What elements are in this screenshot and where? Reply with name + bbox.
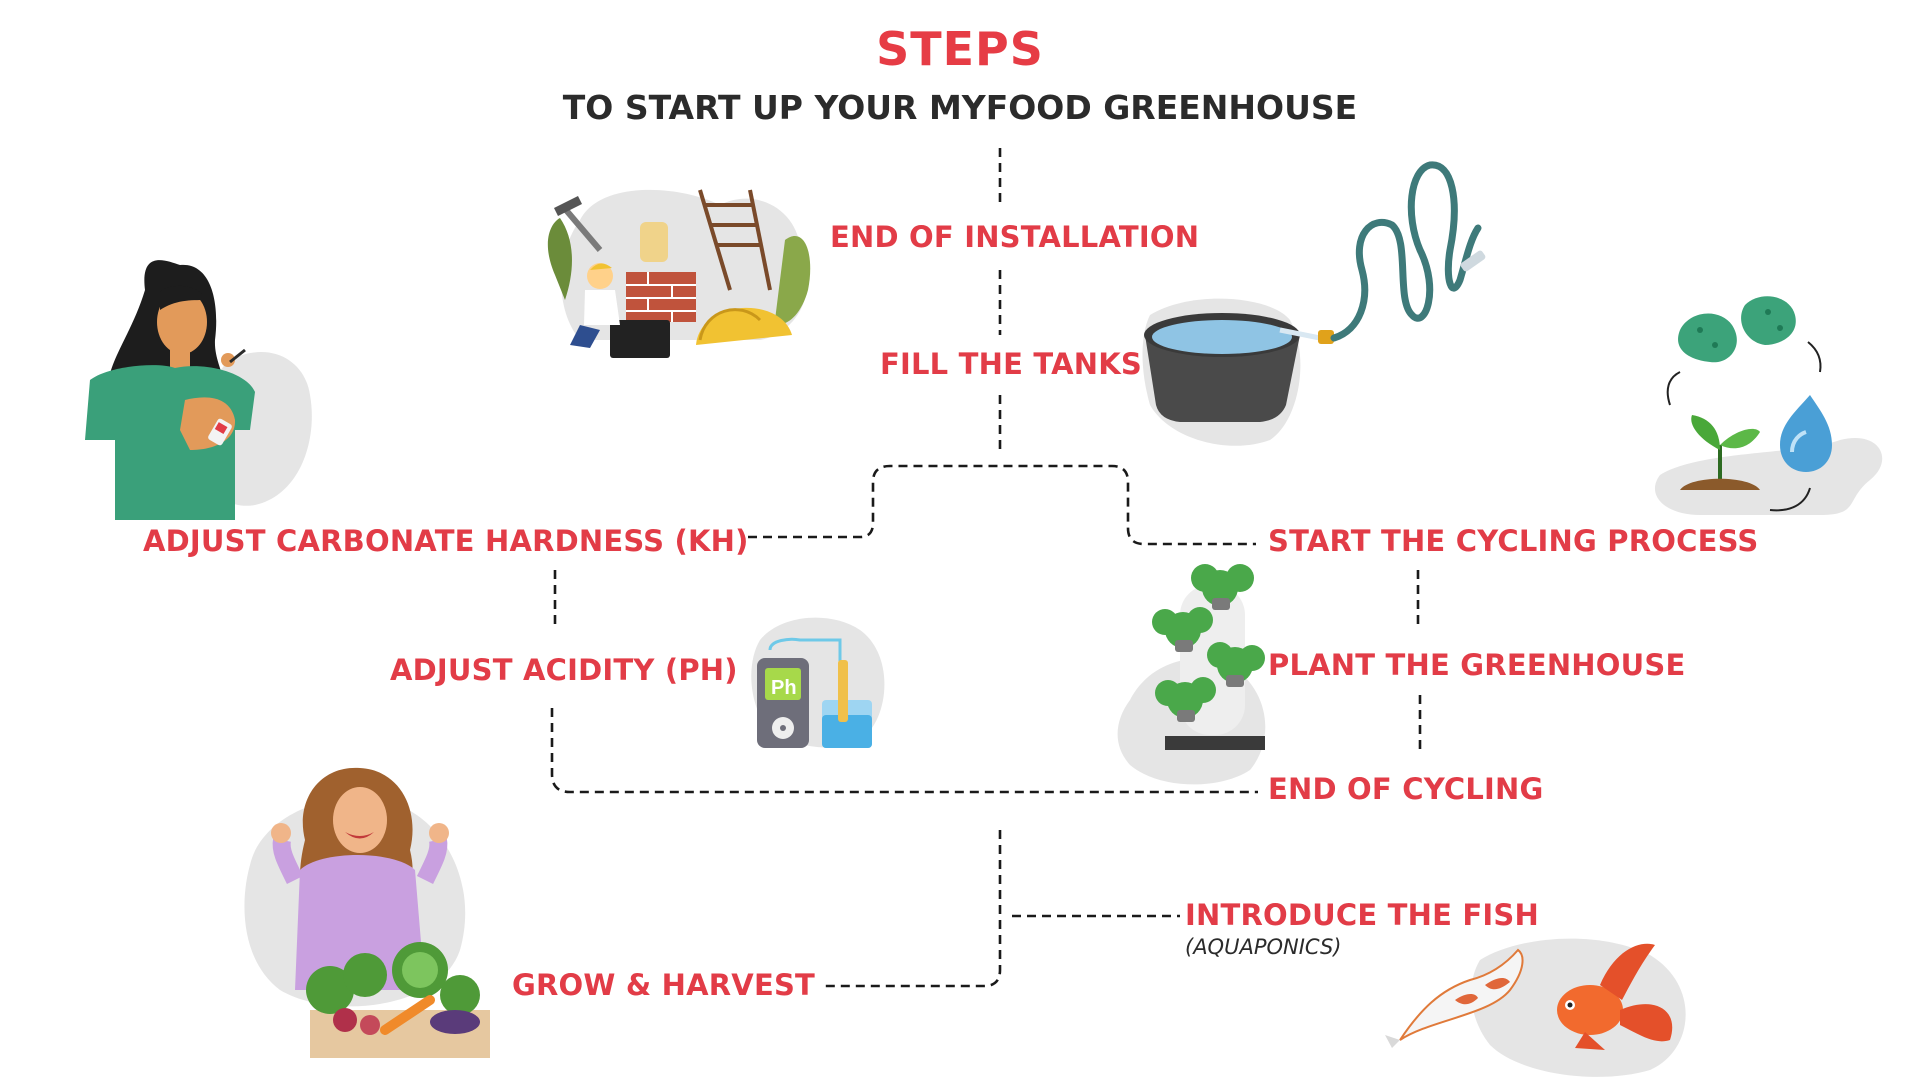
construction-tools-illustration: [547, 189, 811, 358]
step-grow-and-harvest: GROW & HARVEST: [512, 968, 816, 1002]
step-adjust-carbonate-hardness: ADJUST CARBONATE HARDNESS (KH): [143, 524, 749, 558]
nitrogen-cycle-illustration: [1654, 296, 1883, 515]
vertical-tower-garden-illustration: [1117, 564, 1266, 785]
page-subtitle: TO START UP YOUR MYFOOD GREENHOUSE: [562, 88, 1358, 127]
connector-ph-endcycling: [550, 708, 1258, 794]
water-tank-hose-illustration: [1142, 161, 1486, 446]
connector-endcycling-down: [820, 830, 1002, 988]
step-fill-the-tanks: FILL THE TANKS: [880, 347, 1143, 381]
step-end-of-cycling: END OF CYCLING: [1268, 772, 1544, 806]
step-end-of-installation: END OF INSTALLATION: [830, 220, 1200, 254]
step-plant-the-greenhouse: PLANT THE GREENHOUSE: [1268, 648, 1686, 682]
ph-meter-illustration: Ph: [751, 617, 885, 748]
connector-split-bracket: [748, 464, 1256, 546]
page-title: STEPS: [876, 22, 1044, 76]
woman-vegetable-box-illustration: [244, 767, 490, 1058]
svg-text:Ph: Ph: [771, 677, 797, 699]
step-adjust-acidity: ADJUST ACIDITY (PH): [390, 653, 738, 687]
koi-goldfish-illustration: [1385, 938, 1686, 1077]
connector-lines: [550, 148, 1422, 988]
step-start-cycling-process: START THE CYCLING PROCESS: [1268, 524, 1759, 558]
woman-water-test-illustration: [85, 260, 312, 520]
step-introduce-the-fish: INTRODUCE THE FISH: [1185, 898, 1539, 932]
step-introduce-the-fish-note: (AQUAPONICS): [1185, 935, 1342, 959]
